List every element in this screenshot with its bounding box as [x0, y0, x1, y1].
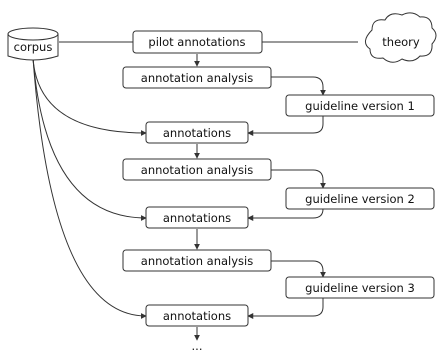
corpus-node: corpus	[7, 27, 59, 61]
annotations-box	[145, 206, 249, 229]
annotation-analysis-label: annotation analysis	[141, 163, 253, 177]
database-cylinder-top	[7, 27, 59, 41]
guideline-box	[285, 187, 435, 210]
iteration-3: annotation analysis guideline version 3 …	[122, 249, 435, 327]
analysis-1-to-guideline-1-arrow	[271, 76, 326, 96]
annotation-analysis-label: annotation analysis	[141, 254, 253, 268]
pilot-annotations-node: pilot annotations	[132, 30, 263, 54]
corpus-to-annotations-1-curve	[32, 57, 147, 136]
theory-node: theory	[365, 12, 437, 63]
guideline-label: guideline version 2	[305, 192, 415, 206]
guideline-1-to-annotations-1-arrow	[247, 116, 324, 136]
annotations-box	[145, 121, 249, 144]
database-cylinder-icon	[7, 34, 59, 61]
connectors	[32, 41, 358, 341]
guideline-3-to-annotations-3-arrow	[247, 298, 324, 319]
annotation-analysis-box	[122, 66, 272, 89]
analysis-2-to-guideline-2-arrow	[271, 169, 326, 189]
corpus-to-annotations-2-curve	[32, 57, 147, 221]
annotation-analysis-box	[122, 249, 272, 272]
iteration-1: annotation analysis guideline version 1 …	[122, 66, 435, 144]
annotation-analysis-box	[122, 158, 272, 181]
iteration-2: annotation analysis guideline version 2 …	[122, 158, 435, 229]
pilot-annotations-box	[132, 30, 263, 54]
annotations-box	[145, 304, 249, 327]
continuation-ellipsis: ...	[192, 339, 203, 352]
annotations-label: annotations	[163, 211, 231, 225]
corpus-to-annotations-3-curve	[32, 57, 147, 319]
guideline-label: guideline version 1	[305, 99, 415, 113]
annotations-label: annotations	[163, 309, 231, 323]
annotation-analysis-label: annotation analysis	[141, 71, 253, 85]
pilot-annotations-label: pilot annotations	[148, 35, 245, 49]
guideline-label: guideline version 3	[305, 281, 415, 295]
guideline-box	[285, 94, 435, 117]
annotations-label: annotations	[163, 126, 231, 140]
analysis-3-to-guideline-3-arrow	[271, 260, 326, 278]
theory-label: theory	[382, 35, 420, 49]
cloud-icon	[365, 12, 437, 63]
corpus-label: corpus	[14, 40, 53, 54]
guideline-box	[285, 276, 435, 299]
guideline-2-to-annotations-2-arrow	[247, 208, 324, 221]
